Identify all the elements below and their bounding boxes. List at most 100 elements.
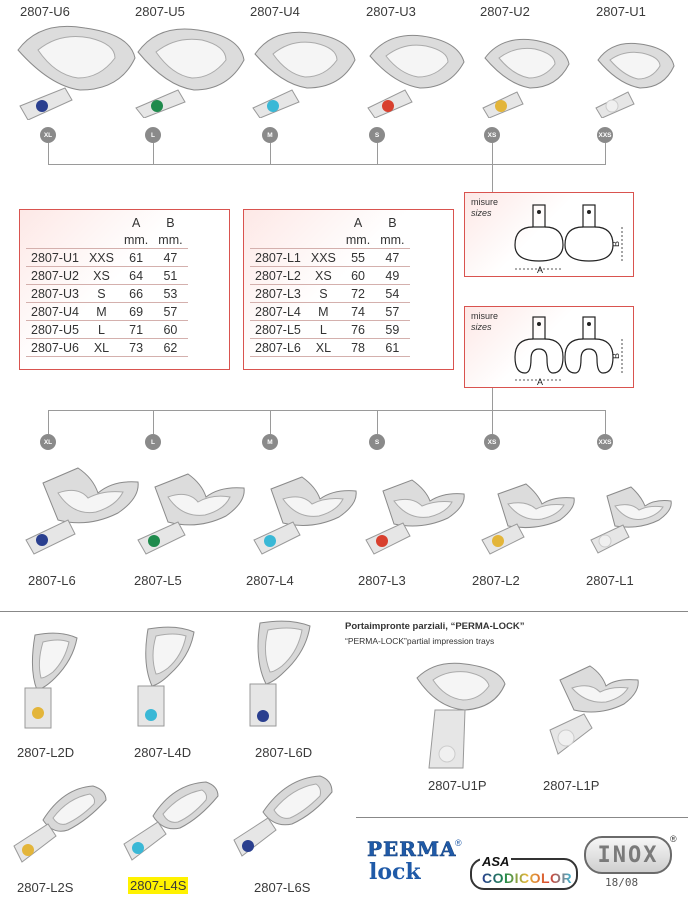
connector-line <box>605 143 606 164</box>
partial-tray-l6d <box>249 620 311 727</box>
diagram-label: misure <box>471 197 499 207</box>
diagram-label: misure <box>471 311 499 321</box>
unit-a: mm. <box>340 231 376 249</box>
tray-code-l5: 2807-L5 <box>134 573 182 588</box>
upper-tray-u2 <box>482 38 570 118</box>
section-divider <box>0 611 688 612</box>
color-code-dot <box>257 710 269 722</box>
upper-tray-u1 <box>595 42 675 118</box>
registered-mark: ® <box>455 838 462 848</box>
connector-line <box>492 143 493 192</box>
color-code-dot <box>36 534 48 546</box>
upper-tray-u4 <box>252 31 356 118</box>
size-badge: M <box>262 434 278 450</box>
partial-tray-l1p <box>549 665 639 755</box>
lower-tray-l3 <box>365 479 465 555</box>
partial-trays-title: Portaimpronte parziali, “PERMA-LOCK” <box>345 621 525 632</box>
partial-tray-u1p <box>416 662 506 769</box>
size-badge: XXS <box>597 434 613 450</box>
lower-outline-drawing: A B <box>514 316 623 387</box>
size-badge: S <box>369 434 385 450</box>
color-code-dot <box>598 534 612 548</box>
size-badge: XS <box>484 434 500 450</box>
connector-line <box>153 410 154 434</box>
size-badge: XL <box>40 434 56 450</box>
tray-code-l4d: 2807-L4D <box>134 745 192 760</box>
color-code-dot <box>557 729 575 747</box>
color-code-dot <box>438 745 456 763</box>
color-code-dot <box>151 100 163 112</box>
partial-tray-l4d <box>137 626 195 727</box>
partial-trays-subtitle: “PERMA-LOCK”partial impression trays <box>345 636 495 646</box>
connector-line <box>270 143 271 164</box>
connector-line <box>377 143 378 164</box>
connector-line <box>153 143 154 164</box>
unit-b: mm. <box>153 231 188 249</box>
color-code-dot <box>264 535 276 547</box>
color-code-dot <box>148 535 160 547</box>
connector-line <box>377 410 378 434</box>
color-code-dot <box>605 99 619 113</box>
color-code-dot <box>382 100 394 112</box>
color-code-dot <box>492 535 504 547</box>
header-a: A <box>131 215 141 230</box>
lower-tray-l2 <box>481 483 575 555</box>
header-b: B <box>166 215 175 230</box>
dim-b-label: B <box>611 241 621 247</box>
unit-a: mm. <box>118 231 154 249</box>
lower-size-diagram: misure sizes A B <box>464 306 634 388</box>
lower-tray-l4 <box>253 476 357 555</box>
connector-line <box>270 410 271 434</box>
lower-tray-l1 <box>590 486 672 554</box>
color-code-dot <box>32 707 44 719</box>
size-badge: L <box>145 434 161 450</box>
dim-a-label: A <box>537 265 543 275</box>
tray-code-l3: 2807-L3 <box>358 573 406 588</box>
size-badge: S <box>369 127 385 143</box>
header-a: A <box>353 215 363 230</box>
tray-code-l6s: 2807-L6S <box>254 880 311 895</box>
tray-code-u2: 2807-U2 <box>480 4 530 19</box>
connector-line <box>605 410 606 434</box>
partial-tray-l2s <box>13 785 107 863</box>
unit-b: mm. <box>375 231 410 249</box>
logo-text-bottom: CODICOLOR <box>482 870 573 886</box>
tray-code-l2d: 2807-L2D <box>17 745 75 760</box>
tray-code-u4: 2807-U4 <box>250 4 300 19</box>
size-badge: XXS <box>597 127 613 143</box>
tray-code-u1: 2807-U1 <box>596 4 646 19</box>
tray-code-l6d: 2807-L6D <box>255 745 313 760</box>
color-code-dot <box>242 840 254 852</box>
logo-text-top: ASA <box>480 854 512 869</box>
connector-line <box>48 164 606 165</box>
inox-logo: INOX 18/08 ® <box>584 834 677 892</box>
color-code-dot <box>376 535 388 547</box>
logo-text-top: INOX <box>597 842 659 868</box>
highlighted-code: 2807-L4S <box>128 877 189 894</box>
partial-tray-l2d <box>24 632 78 729</box>
section-divider <box>356 817 688 818</box>
tray-code-l2s: 2807-L2S <box>17 880 74 895</box>
tray-code-l1: 2807-L1 <box>586 573 634 588</box>
tray-code-l1p: 2807-L1P <box>543 778 600 793</box>
color-code-dot <box>495 100 507 112</box>
connector-line <box>48 143 49 164</box>
upper-tray-u5 <box>135 28 245 118</box>
upper-outline-drawing: A B <box>514 204 623 275</box>
registered-mark: ® <box>670 834 677 844</box>
logo-text-bottom: lock <box>369 859 421 885</box>
connector-line <box>48 410 49 434</box>
